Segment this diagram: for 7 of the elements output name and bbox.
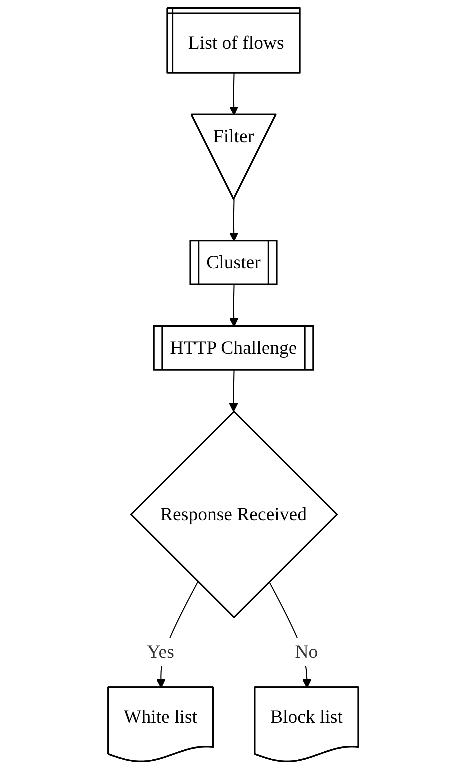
arrow [230,285,239,328]
edge-label: No [295,642,318,662]
edge-label: Yes [147,642,174,662]
arrow [230,73,239,116]
arrow [229,370,238,412]
node-diamond: Response Received [130,410,338,619]
arrow [230,200,239,242]
